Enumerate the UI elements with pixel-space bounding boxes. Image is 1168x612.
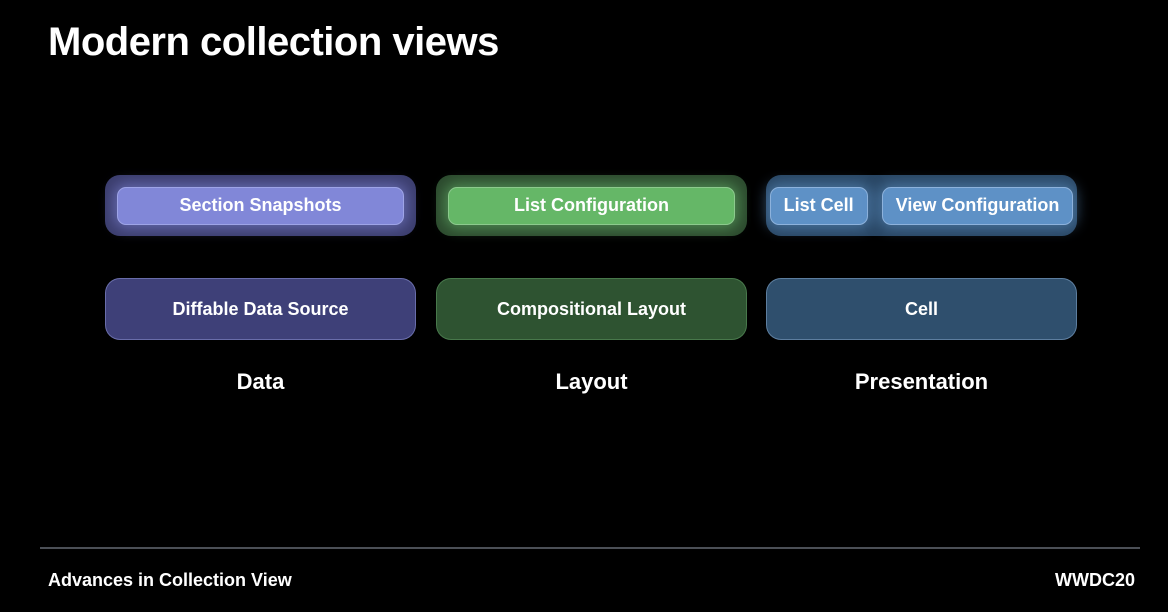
diffable-data-source-box: Diffable Data Source — [105, 278, 416, 340]
column-label-presentation: Presentation — [854, 369, 989, 394]
presentation-group-container: List Cell View Configuration — [766, 175, 1077, 236]
footer-session-title: Advances in Collection View — [48, 570, 292, 590]
column-label-layout: Layout — [555, 369, 628, 394]
page-title: Modern collection views — [48, 20, 499, 64]
footer-divider — [40, 547, 1140, 549]
column-label-data: Data — [236, 369, 285, 394]
list-configuration-box: List Configuration — [448, 186, 735, 225]
list-cell-box: List Cell — [769, 186, 868, 225]
cell-box: Cell — [766, 278, 1077, 340]
column-presentation: List Cell View Configuration Cell Presen… — [766, 175, 1077, 395]
column-data: Section Snapshots Diffable Data Source D… — [105, 175, 416, 395]
column-layout: List Configuration Compositional Layout … — [436, 175, 747, 395]
compositional-layout-box: Compositional Layout — [436, 278, 747, 340]
footer-event-label: WWDC20 — [1055, 570, 1135, 590]
layout-group-container: List Configuration — [436, 175, 747, 236]
view-configuration-box: View Configuration — [881, 186, 1074, 225]
section-snapshots-box: Section Snapshots — [117, 186, 404, 225]
data-group-container: Section Snapshots — [105, 175, 416, 236]
